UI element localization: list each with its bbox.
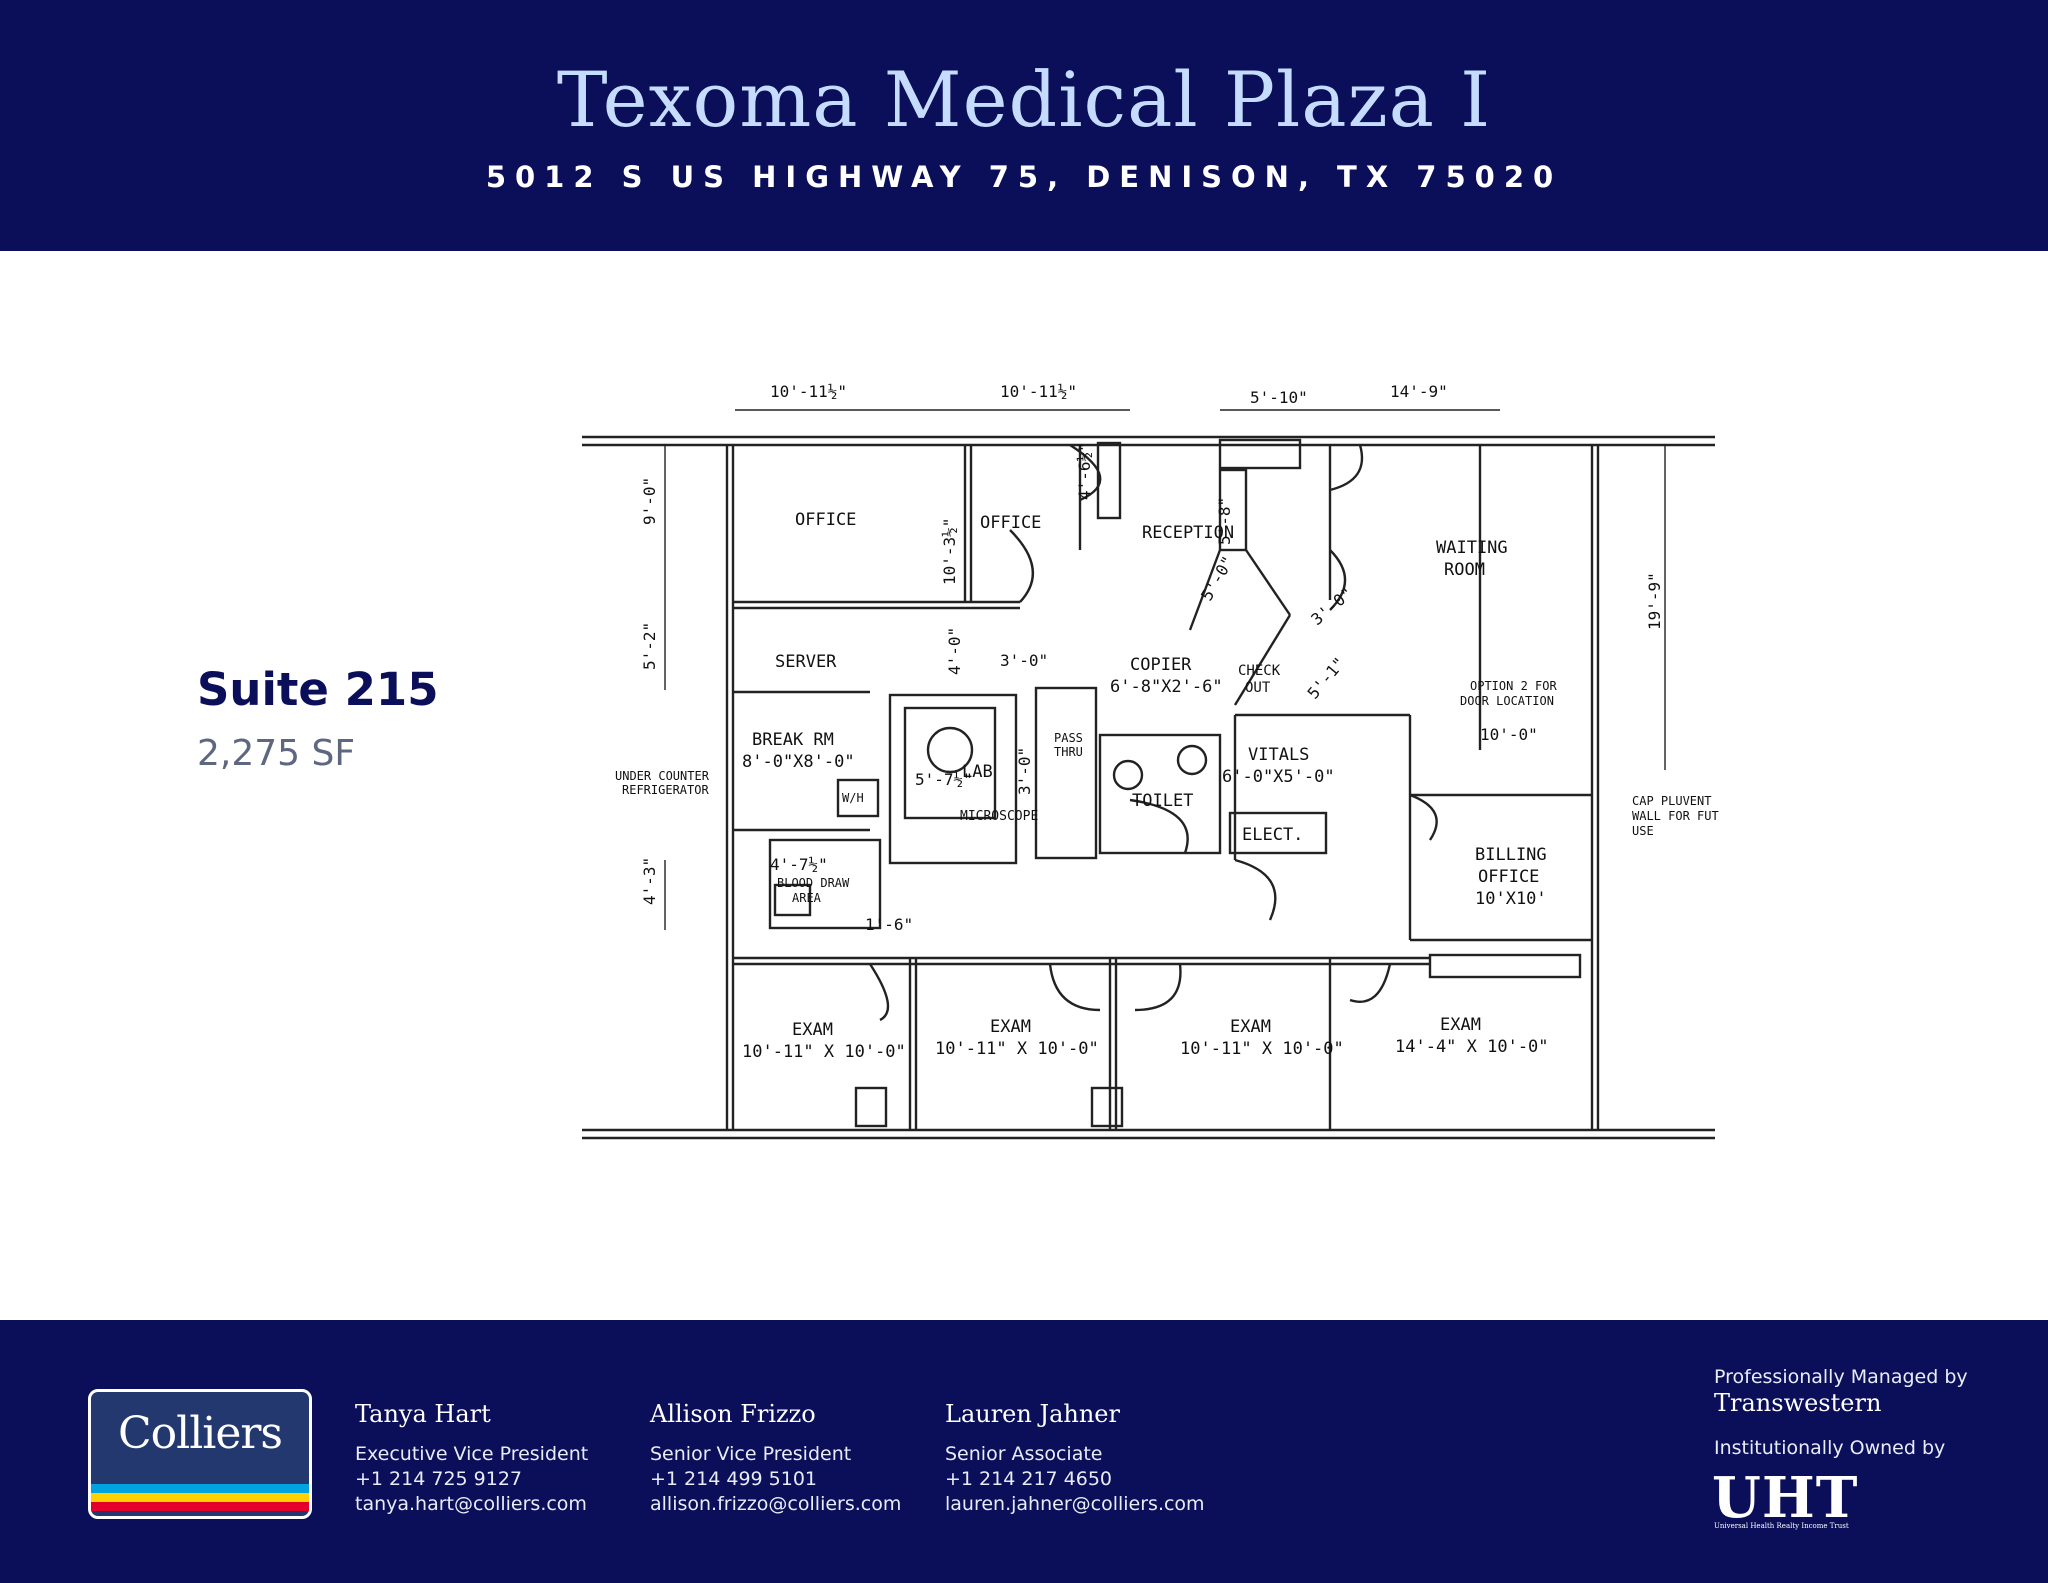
room-elect: ELECT. bbox=[1242, 825, 1303, 845]
room-office-1: OFFICE bbox=[795, 510, 856, 530]
room-vitals-2: 6'-0"X5'-0" bbox=[1222, 767, 1335, 787]
dim-office-depth: 10'-3½" bbox=[940, 518, 959, 585]
dim-top-1: 10'-11½" bbox=[770, 382, 847, 401]
room-exam-3a: EXAM bbox=[1230, 1017, 1271, 1037]
contact-phone[interactable]: +1 214 725 9127 bbox=[355, 1468, 523, 1490]
dim-top-3: 5'-10" bbox=[1250, 388, 1308, 407]
contact-email[interactable]: allison.frizzo@colliers.com bbox=[650, 1493, 902, 1515]
footer-banner bbox=[0, 1320, 2048, 1583]
dim-left-3: 4'-3" bbox=[640, 857, 659, 905]
room-reception: RECEPTION bbox=[1142, 523, 1234, 543]
dim-recep-3: 5'-0" bbox=[1197, 553, 1238, 604]
room-waiting-2: ROOM bbox=[1444, 560, 1485, 580]
room-blood-2: AREA bbox=[792, 891, 822, 905]
dim-door-10: 10'-0" bbox=[1480, 725, 1538, 744]
note-option-1: OPTION 2 FOR bbox=[1470, 679, 1557, 693]
room-vitals-1: VITALS bbox=[1248, 745, 1309, 765]
contact-name: Allison Frizzo bbox=[650, 1400, 816, 1428]
note-fridge-1: UNDER COUNTER bbox=[615, 769, 710, 783]
contact-title: Executive Vice President bbox=[355, 1443, 589, 1465]
note-cap-2: WALL FOR FUT bbox=[1632, 809, 1719, 823]
room-copier-1: COPIER bbox=[1130, 655, 1192, 675]
contact-card: Lauren Jahner Senior Associate +1 214 21… bbox=[945, 1400, 1205, 1517]
room-microscope: MICROSCOPE bbox=[960, 809, 1038, 824]
room-copier-2: 6'-8"X2'-6" bbox=[1110, 677, 1223, 697]
room-billing-3: 10'X10' bbox=[1475, 889, 1547, 909]
room-blood-1: BLOOD DRAW bbox=[777, 876, 850, 890]
contact-card: Allison Frizzo Senior Vice President +1 … bbox=[650, 1400, 901, 1517]
dim-right-1: 19'-9" bbox=[1645, 572, 1664, 630]
dim-checkout-5: 5'-1" bbox=[1304, 653, 1350, 702]
dim-blood-2: 1'-6" bbox=[865, 915, 913, 934]
dim-copier-width: 3'-0" bbox=[1000, 651, 1048, 670]
room-break-1: BREAK RM bbox=[752, 730, 834, 750]
dim-lab-side: 3'-0" bbox=[1015, 747, 1034, 795]
dim-lab-width: 5'-7½" bbox=[915, 770, 973, 789]
contact-phone[interactable]: +1 214 499 5101 bbox=[650, 1468, 818, 1490]
uht-logo: UHT bbox=[1712, 1465, 1859, 1531]
contact-phone[interactable]: +1 214 217 4650 bbox=[945, 1468, 1113, 1490]
room-exam-2b: 10'-11" X 10'-0" bbox=[935, 1039, 1099, 1059]
uht-fullname: Universal Health Realty Income Trust bbox=[1714, 1522, 1849, 1530]
dim-blood-1: 4'-7½" bbox=[770, 855, 828, 874]
dim-left-2: 5'-2" bbox=[640, 622, 659, 670]
room-waiting-1: WAITING bbox=[1436, 538, 1508, 558]
room-exam-4a: EXAM bbox=[1440, 1015, 1481, 1035]
dim-top-4: 14'-9" bbox=[1390, 382, 1448, 401]
room-lab: LAB bbox=[962, 762, 993, 782]
room-server: SERVER bbox=[775, 652, 837, 672]
room-exam-1a: EXAM bbox=[792, 1020, 833, 1040]
dim-recep-depth: 4'-6½" bbox=[1075, 442, 1094, 500]
room-billing-1: BILLING bbox=[1475, 845, 1547, 865]
owned-label: Institutionally Owned by bbox=[1714, 1437, 1946, 1459]
room-office-2: OFFICE bbox=[980, 513, 1041, 533]
note-pass-2: THRU bbox=[1054, 745, 1083, 759]
contact-email[interactable]: tanya.hart@colliers.com bbox=[355, 1493, 587, 1515]
contact-name: Tanya Hart bbox=[355, 1400, 491, 1428]
page-title: Texoma Medical Plaza I bbox=[556, 55, 1492, 144]
logo-stripe-red bbox=[91, 1502, 309, 1511]
room-checkout-1: CHECK bbox=[1238, 663, 1281, 679]
room-exam-1b: 10'-11" X 10'-0" bbox=[742, 1042, 906, 1062]
dim-server-depth: 4'-0" bbox=[945, 627, 964, 675]
colliers-logo: Colliers bbox=[88, 1389, 312, 1519]
note-cap-1: CAP PLUVENT bbox=[1632, 794, 1711, 808]
room-checkout-2: OUT bbox=[1245, 680, 1271, 696]
note-wh: W/H bbox=[842, 791, 864, 805]
note-cap-3: USE bbox=[1632, 824, 1654, 838]
note-option-2: DOOR LOCATION bbox=[1460, 694, 1554, 708]
note-pass-1: PASS bbox=[1054, 731, 1083, 745]
contact-email[interactable]: lauren.jahner@colliers.com bbox=[945, 1493, 1205, 1515]
contact-title: Senior Vice President bbox=[650, 1443, 852, 1465]
room-toilet: TOILET bbox=[1132, 791, 1193, 811]
room-break-2: 8'-0"X8'-0" bbox=[742, 752, 855, 772]
header-banner: Texoma Medical Plaza I 5012 S US HIGHWAY… bbox=[0, 0, 2048, 251]
logo-wordmark: Colliers bbox=[117, 1408, 283, 1459]
dim-top-2: 10'-11½" bbox=[1000, 382, 1077, 401]
note-fridge-2: REFRIGERATOR bbox=[622, 783, 709, 797]
suite-name: Suite 215 bbox=[197, 663, 439, 716]
floor-plan: 10'-11½" 10'-11½" 5'-10" 14'-9" 9'-0" 5'… bbox=[582, 382, 1719, 1140]
suite-area: 2,275 SF bbox=[197, 733, 356, 774]
managed-label: Professionally Managed by bbox=[1714, 1366, 1968, 1388]
contact-title: Senior Associate bbox=[945, 1443, 1103, 1465]
dim-checkout-diag: 3'-0" bbox=[1307, 584, 1356, 630]
room-exam-3b: 10'-11" X 10'-0" bbox=[1180, 1039, 1344, 1059]
logo-stripe-blue bbox=[91, 1484, 309, 1493]
room-exam-2a: EXAM bbox=[990, 1017, 1031, 1037]
contact-card: Tanya Hart Executive Vice President +1 2… bbox=[355, 1400, 588, 1517]
logo-stripe-yellow bbox=[91, 1493, 309, 1502]
room-exam-4b: 14'-4" X 10'-0" bbox=[1395, 1037, 1549, 1057]
dim-left-1: 9'-0" bbox=[640, 477, 659, 525]
room-billing-2: OFFICE bbox=[1478, 867, 1539, 887]
property-address: 5012 S US HIGHWAY 75, DENISON, TX 75020 bbox=[485, 160, 1563, 194]
dim-recep-2: 5'-8" bbox=[1215, 497, 1234, 545]
managed-by-name: Transwestern bbox=[1714, 1389, 1882, 1417]
contact-name: Lauren Jahner bbox=[945, 1400, 1120, 1428]
